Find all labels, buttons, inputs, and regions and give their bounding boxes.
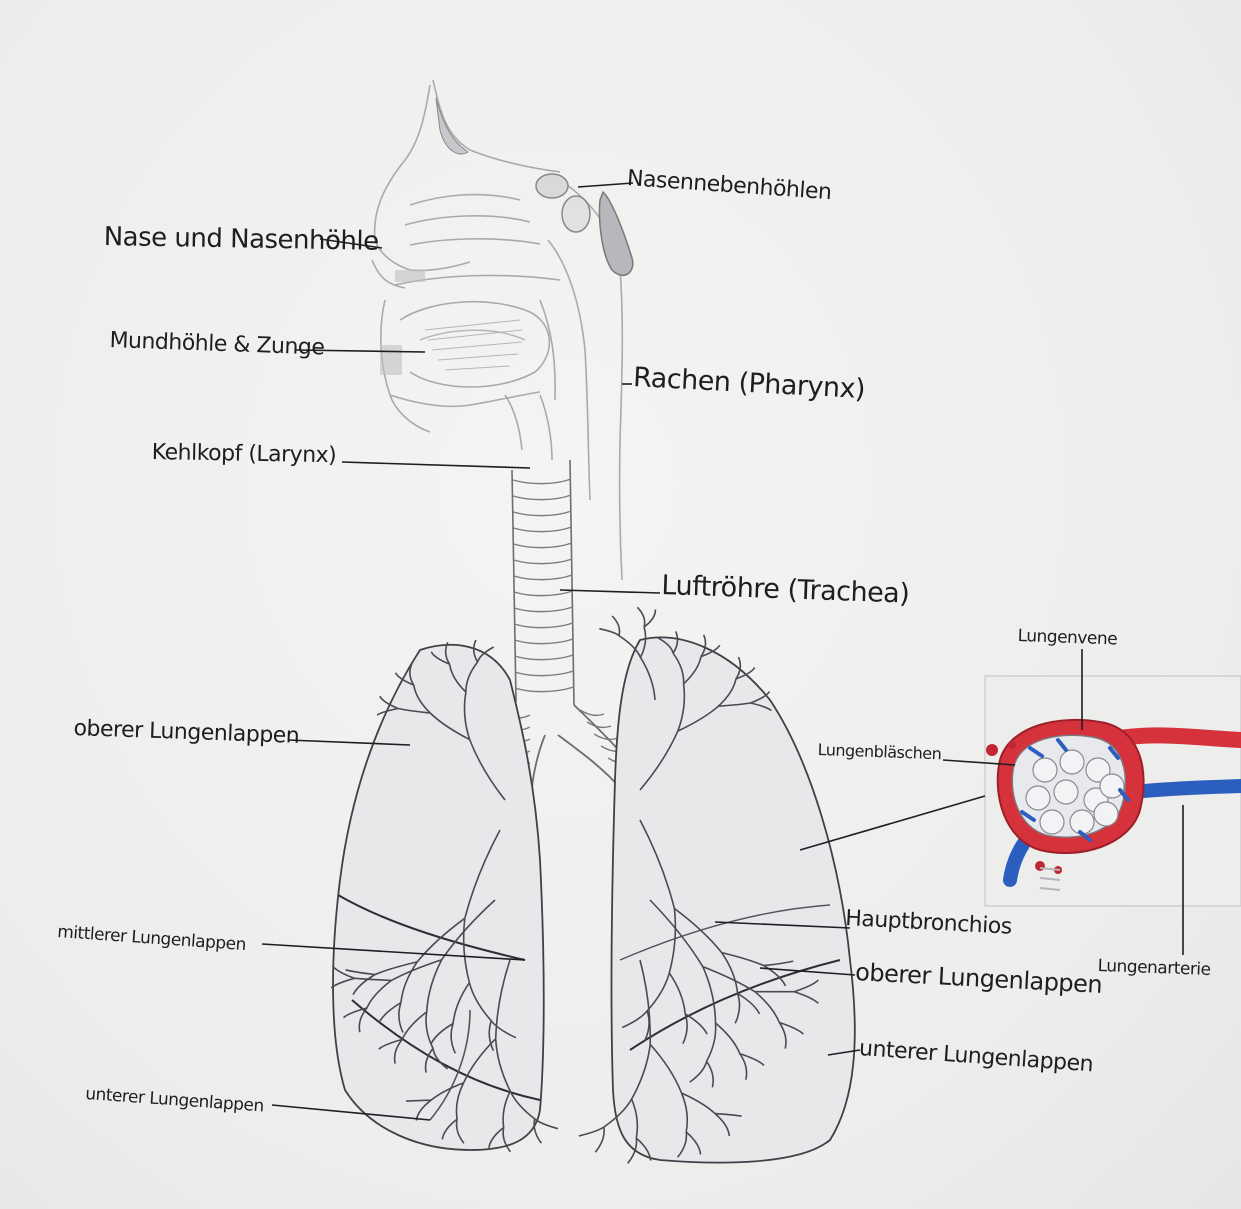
alveolus bbox=[1070, 810, 1094, 834]
trachea-ring bbox=[515, 639, 573, 644]
head-profile bbox=[372, 80, 622, 580]
alveolus bbox=[1100, 774, 1124, 798]
alveolus bbox=[1040, 810, 1064, 834]
alveoli-inset bbox=[985, 676, 1241, 906]
trachea-ring bbox=[514, 623, 572, 628]
trachea-ring bbox=[514, 575, 572, 580]
trachea-ring bbox=[514, 559, 572, 564]
bronchial-branch bbox=[579, 1127, 604, 1136]
trachea-ring bbox=[515, 655, 574, 660]
trachea-ring bbox=[514, 607, 572, 612]
bronchial-branch bbox=[406, 1100, 431, 1101]
label-kehlkopf: Kehlkopf (Larynx) bbox=[152, 440, 337, 468]
label-nase-und-nasenhoehle: Nase und Nasenhöhle bbox=[103, 222, 378, 257]
right-lung bbox=[612, 638, 855, 1163]
alveolus bbox=[1094, 802, 1118, 826]
trachea-ring bbox=[514, 591, 572, 596]
label-lungenvene: Lungenvene bbox=[1017, 626, 1117, 649]
alveolus bbox=[1026, 786, 1050, 810]
label-lungenarterie: Lungenarterie bbox=[1097, 956, 1211, 980]
bronchial-branch bbox=[599, 629, 619, 636]
bronchial-branch bbox=[644, 610, 655, 628]
alveolus bbox=[1060, 750, 1084, 774]
trachea-ring bbox=[515, 671, 574, 676]
sinuses bbox=[436, 98, 633, 275]
alveolus bbox=[1054, 780, 1078, 804]
trachea-ring bbox=[513, 495, 571, 500]
bronchus-ring bbox=[587, 722, 611, 727]
bronchial-branch bbox=[535, 1119, 558, 1129]
trachea-ring bbox=[515, 687, 574, 692]
bronchial-branch bbox=[637, 607, 644, 627]
trachea-ring bbox=[513, 479, 571, 484]
trachea-ring bbox=[514, 543, 572, 548]
alveolus bbox=[1033, 758, 1057, 782]
tongue-shading bbox=[380, 270, 522, 375]
trachea-ring bbox=[513, 511, 571, 516]
trachea-ring bbox=[513, 527, 571, 532]
